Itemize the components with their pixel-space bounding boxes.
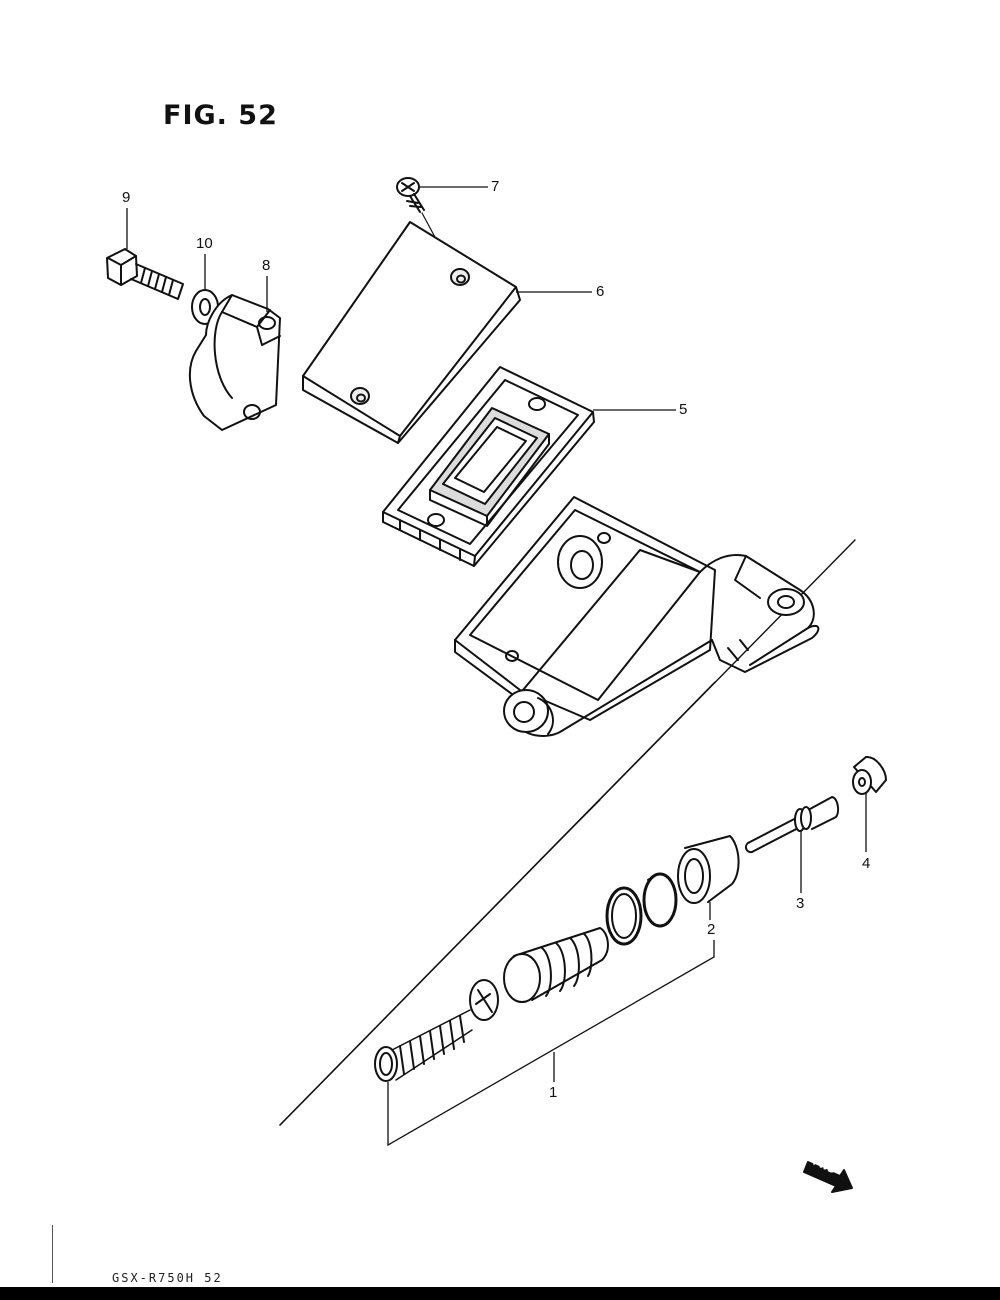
push-rod-part-3[interactable] [744,796,840,854]
assembly-guide-line [279,539,856,1126]
callout-2: 2 [707,921,716,938]
clamp-part-8[interactable] [188,294,281,431]
reservoir-cap-part-6[interactable] [302,221,521,444]
callout-7: 7 [491,178,500,195]
circlip[interactable] [642,872,678,928]
leader-lines [126,186,867,1147]
master-cylinder-body [454,496,820,737]
callout-10: 10 [196,235,213,252]
callout-1: 1 [549,1084,558,1101]
callout-8: 8 [262,257,271,274]
bottom-scan-bar [0,1287,1000,1300]
callout-6: 6 [596,283,605,300]
figure-title: FIG. 52 [163,100,278,131]
callout-3: 3 [796,895,805,912]
callout-4: 4 [862,855,871,872]
return-spring[interactable] [374,1009,473,1082]
o-ring[interactable] [605,886,643,946]
callout-5: 5 [679,401,688,418]
cap-part-4[interactable] [852,756,887,795]
bolt-part-9[interactable] [106,248,184,300]
margin-line [52,1225,53,1283]
callout-9: 9 [122,189,131,206]
piston[interactable] [503,927,609,1003]
primary-cup[interactable] [469,979,499,1021]
fwd-direction-arrow [803,1161,853,1193]
diaphragm-part-5[interactable] [382,366,595,567]
boot-part-2[interactable] [677,835,740,904]
footer-code: GSX-R750H 52 [112,1271,223,1285]
